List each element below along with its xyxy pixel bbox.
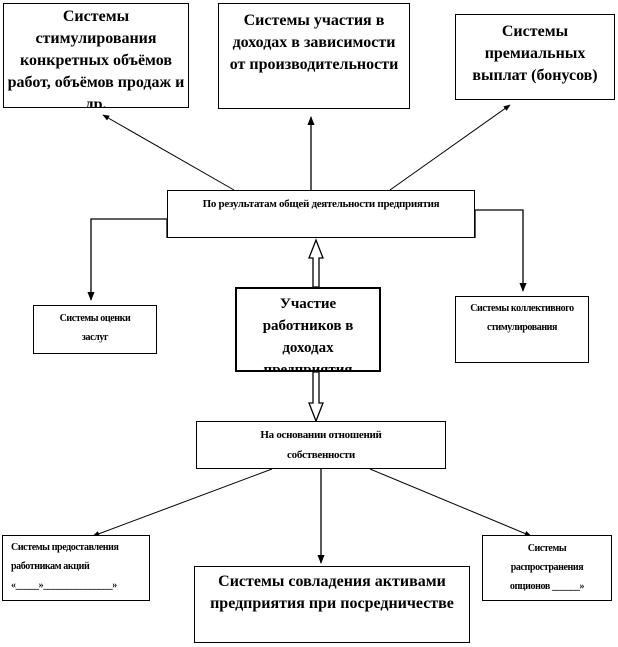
hollow-arrow-up xyxy=(308,238,324,288)
arrow-to-collective-stimulation xyxy=(474,209,527,292)
arrow-to-merit-rating xyxy=(87,218,168,301)
arrow-to-bonus-payments xyxy=(389,104,511,191)
box-general-results: По результатам общей деятельности предпр… xyxy=(167,190,475,238)
box-share-provision-text: Системы предоставления работникам акций … xyxy=(11,542,119,591)
box-collective-stimulation: Системы коллективного стимулирования xyxy=(455,296,589,363)
box-collective-stimulation-text: Системы коллективного стимулирования xyxy=(470,303,574,333)
box-asset-ownership-text: Системы совладения активами предприятия … xyxy=(210,573,454,612)
box-productivity-sharing: Системы участия в доходах в зависимости … xyxy=(218,3,410,109)
box-bonus-payments-text: Системы премиальных выплат (бонусов) xyxy=(472,23,598,84)
box-ownership-relations-text: На основании отношений собственности xyxy=(260,429,382,461)
box-general-results-text: По результатам общей деятельности предпр… xyxy=(202,198,440,210)
box-productivity-sharing-text: Системы участия в доходах в зависимости … xyxy=(229,12,399,73)
arrow-to-volume-stimulation xyxy=(102,114,235,191)
box-share-provision: Системы предоставления работникам акций … xyxy=(2,535,150,601)
box-option-distribution: Системы распространения опционов ______» xyxy=(482,535,612,601)
box-bonus-payments: Системы премиальных выплат (бонусов) xyxy=(455,14,615,100)
box-merit-rating: Системы оценки заслуг xyxy=(33,305,157,354)
box-volume-stimulation: Системы стимулирования конкретных объёмо… xyxy=(3,3,189,108)
box-option-distribution-text: Системы распространения опционов ______» xyxy=(509,543,585,592)
arrow-to-share-provision xyxy=(92,468,273,537)
box-merit-rating-text: Системы оценки заслуг xyxy=(59,313,131,343)
hollow-arrow-down xyxy=(308,371,324,423)
box-asset-ownership: Системы совладения активами предприятия … xyxy=(194,566,470,643)
arrow-to-option-distribution xyxy=(369,468,532,537)
box-central-participation-text: Участие работников в доходах предприятия xyxy=(262,296,354,372)
box-ownership-relations: На основании отношений собственности xyxy=(196,421,446,469)
box-central-participation: Участие работников в доходах предприятия xyxy=(235,287,381,372)
box-volume-stimulation-text: Системы стимулирования конкретных объёмо… xyxy=(7,8,185,108)
